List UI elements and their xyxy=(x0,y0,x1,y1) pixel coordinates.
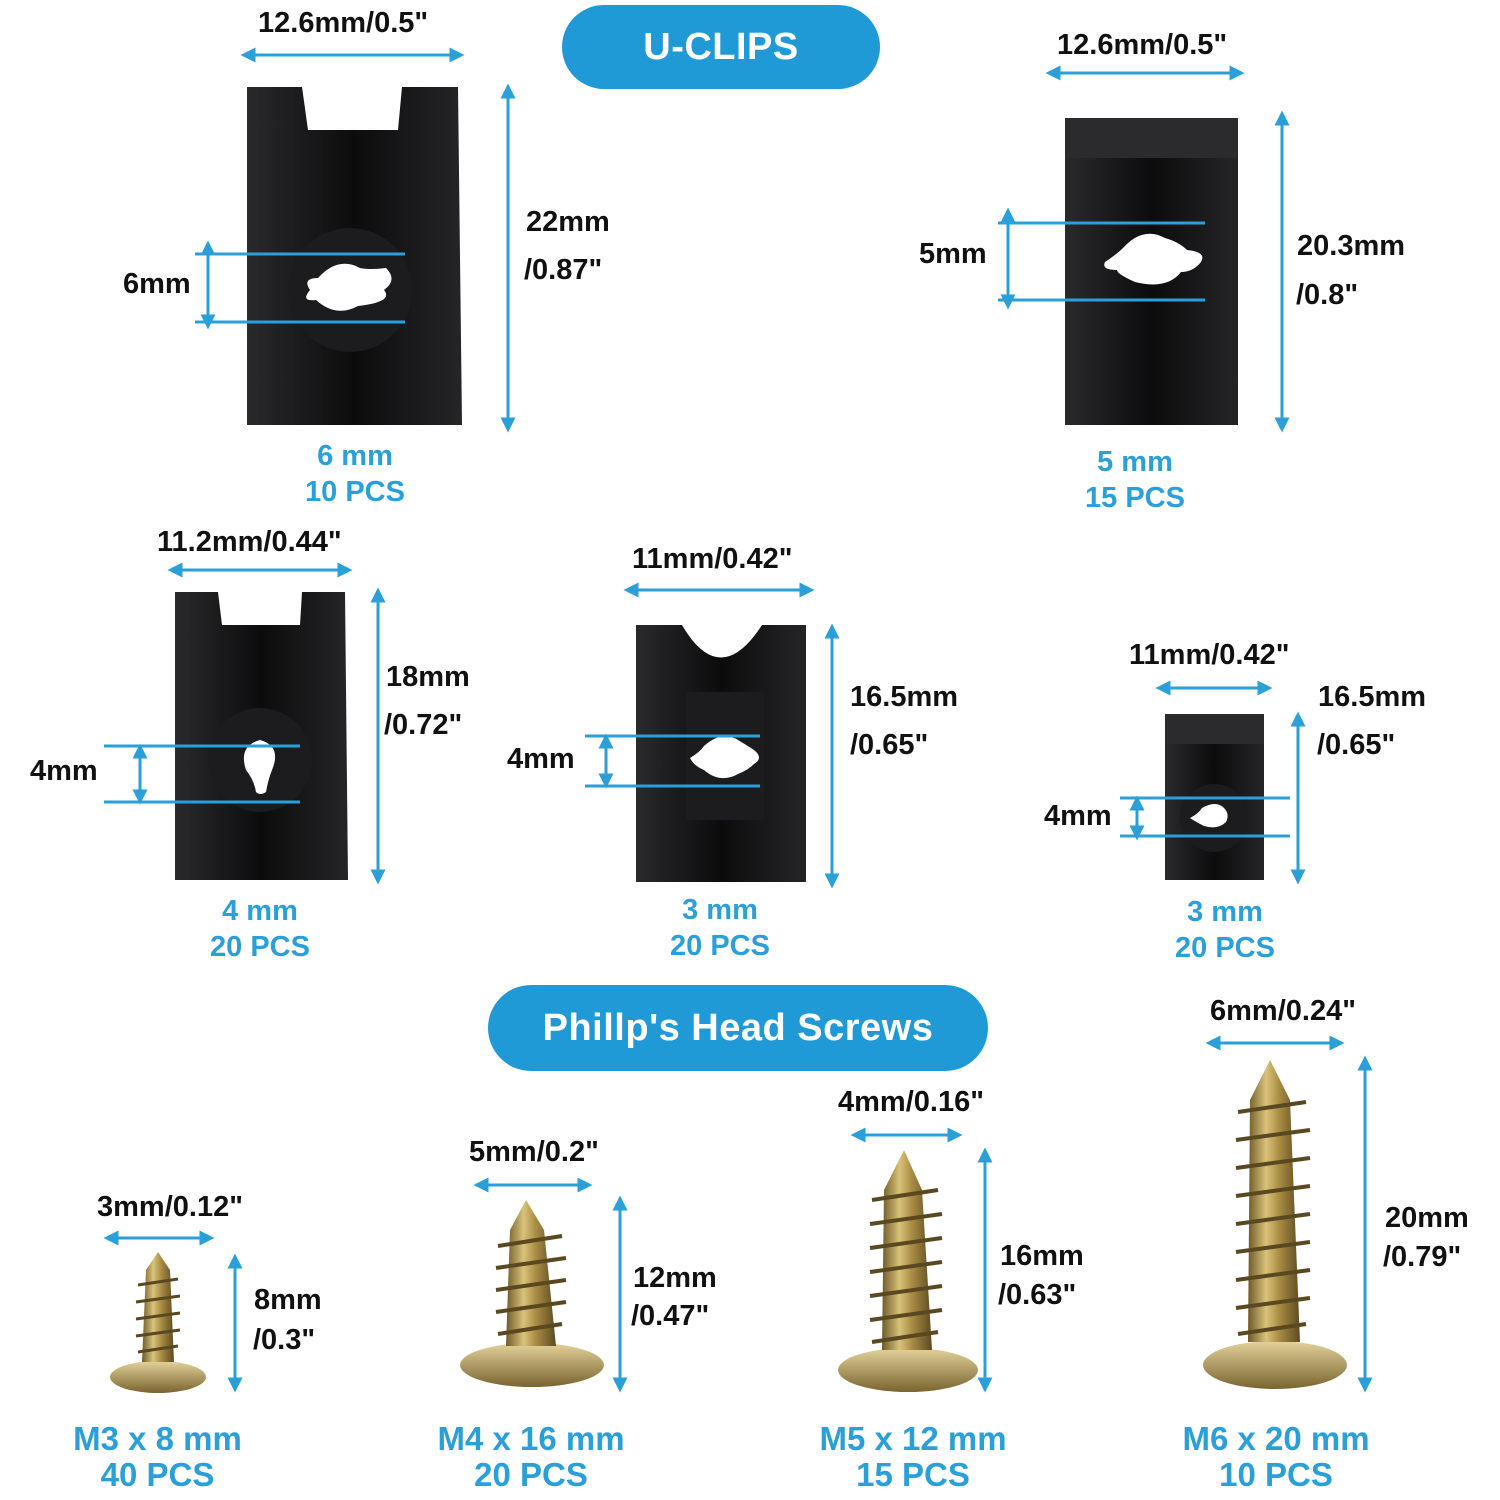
screw-m5-length-inch-label: /0.63" xyxy=(998,1279,1077,1311)
screw-m4-image xyxy=(460,1200,604,1387)
screw-m3-caption: M3 x 8 mm 40 PCS xyxy=(40,1421,275,1493)
clip-4mm-dimensions xyxy=(104,562,386,885)
clip-6mm-height-label: 22mm xyxy=(526,206,610,238)
clip-6mm-image xyxy=(247,87,462,425)
clip-3mm-large-caption: 3 mm 20 PCS xyxy=(620,892,820,964)
screw-m4-dimensions xyxy=(473,1177,628,1393)
screw-m4-size: M4 x 16 mm xyxy=(437,1420,625,1457)
clip-5mm-height-inch-label: /0.8" xyxy=(1296,279,1359,311)
screw-m5-image xyxy=(838,1150,978,1392)
clip-3mm-large-height-inch-label: /0.65" xyxy=(850,729,929,761)
u-clips-heading: U-CLIPS xyxy=(562,5,880,89)
clip-6mm-height-inch-label: /0.87" xyxy=(524,254,603,286)
screw-m4-caption: M4 x 16 mm 20 PCS xyxy=(410,1421,652,1493)
clip-3mm-large-height-label: 16.5mm xyxy=(850,681,959,713)
screw-m3-length-label: 8mm xyxy=(254,1284,322,1316)
screws-heading: Phillp's Head Screws xyxy=(488,985,988,1071)
screw-m3-dimensions xyxy=(103,1230,243,1393)
clip-5mm-dimensions xyxy=(998,65,1290,433)
clip-3mm-large-size: 3 mm xyxy=(682,894,758,926)
clip-5mm-size: 5 mm xyxy=(1097,446,1173,478)
screw-m5-width-label: 4mm/0.16" xyxy=(838,1086,984,1118)
screw-m4-qty: 20 PCS xyxy=(474,1456,588,1493)
clip-3mm-large-hole-label: 4mm xyxy=(507,743,575,775)
clip-3mm-small-height-inch-label: /0.65" xyxy=(1317,729,1396,761)
screw-m4-length-label: 12mm xyxy=(633,1262,717,1294)
screw-m6-qty: 10 PCS xyxy=(1219,1456,1333,1493)
clip-5mm-qty: 15 PCS xyxy=(1085,482,1185,514)
screw-m5-qty: 15 PCS xyxy=(856,1456,970,1493)
screw-m3-image xyxy=(110,1252,206,1393)
clip-3mm-small-dimensions xyxy=(1120,680,1306,885)
clip-3mm-large-dimensions xyxy=(585,582,840,889)
screw-m6-caption: M6 x 20 mm 10 PCS xyxy=(1155,1421,1397,1493)
clip-3mm-small-caption: 3 mm 20 PCS xyxy=(1125,894,1325,966)
clip-4mm-qty: 20 PCS xyxy=(210,931,310,963)
clip-3mm-small-width-label: 11mm/0.42" xyxy=(1129,639,1290,671)
screw-m3-width-label: 3mm/0.12" xyxy=(97,1191,243,1223)
clip-6mm-dimensions xyxy=(195,47,516,433)
screw-m5-length-label: 16mm xyxy=(1000,1240,1084,1272)
clip-6mm-hole-label: 6mm xyxy=(123,268,191,300)
clip-3mm-large-image xyxy=(636,625,806,882)
clip-3mm-small-qty: 20 PCS xyxy=(1175,932,1275,964)
clip-5mm-height-label: 20.3mm xyxy=(1297,230,1406,262)
screw-m6-size: M6 x 20 mm xyxy=(1182,1420,1370,1457)
clip-3mm-small-height-label: 16.5mm xyxy=(1318,681,1427,713)
clip-4mm-width-label: 11.2mm/0.44" xyxy=(157,526,342,558)
screw-m3-length-inch-label: /0.3" xyxy=(253,1324,316,1356)
clip-4mm-size: 4 mm xyxy=(222,895,298,927)
clip-4mm-height-inch-label: /0.72" xyxy=(384,709,463,741)
screw-m6-length-label: 20mm xyxy=(1385,1202,1469,1234)
clip-5mm-caption: 5 mm 15 PCS xyxy=(1035,444,1235,516)
screw-m4-length-inch-label: /0.47" xyxy=(631,1300,710,1332)
clip-5mm-width-label: 12.6mm/0.5" xyxy=(1057,29,1228,61)
clip-4mm-hole-label: 4mm xyxy=(30,755,98,787)
clip-6mm-size: 6 mm xyxy=(317,440,393,472)
screw-m5-dimensions xyxy=(850,1127,993,1393)
clip-6mm-qty: 10 PCS xyxy=(305,476,405,508)
clip-3mm-large-width-label: 11mm/0.42" xyxy=(632,543,793,575)
clip-3mm-small-size: 3 mm xyxy=(1187,896,1263,928)
screw-m6-image xyxy=(1203,1060,1347,1389)
screw-m6-dimensions xyxy=(1205,1035,1373,1393)
clip-6mm-caption: 6 mm 10 PCS xyxy=(255,438,455,510)
screw-m3-size: M3 x 8 mm xyxy=(73,1420,242,1457)
screw-m5-caption: M5 x 12 mm 15 PCS xyxy=(792,1421,1034,1493)
screw-m4-width-label: 5mm/0.2" xyxy=(469,1136,599,1168)
screw-m5-size: M5 x 12 mm xyxy=(819,1420,1007,1457)
clip-4mm-height-label: 18mm xyxy=(386,661,470,693)
clip-5mm-image xyxy=(1065,118,1238,425)
screw-m3-qty: 40 PCS xyxy=(100,1456,215,1493)
screw-m6-width-label: 6mm/0.24" xyxy=(1210,995,1356,1027)
clip-3mm-small-hole-label: 4mm xyxy=(1044,800,1112,832)
clip-5mm-hole-label: 5mm xyxy=(919,238,987,270)
clip-4mm-caption: 4 mm 20 PCS xyxy=(160,893,360,965)
clip-6mm-width-label: 12.6mm/0.5" xyxy=(258,7,429,39)
screw-m6-length-inch-label: /0.79" xyxy=(1383,1241,1462,1273)
clip-4mm-image xyxy=(175,592,348,880)
clip-3mm-large-qty: 20 PCS xyxy=(670,930,770,962)
